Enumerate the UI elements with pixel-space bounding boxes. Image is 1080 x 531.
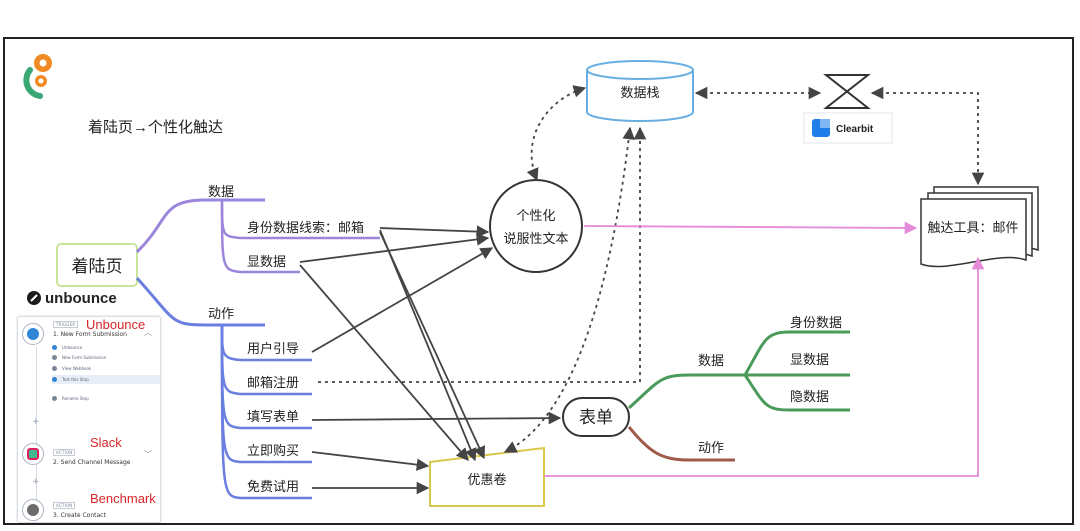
unbounce-dot-icon xyxy=(52,345,57,350)
step-2-app: Slack xyxy=(90,435,122,450)
step-1-name: 1. New Form Submission xyxy=(53,331,127,338)
reach-tool-node: 触达工具：邮件 xyxy=(920,186,1039,268)
step-1-sub-webhook[interactable]: View Webhook xyxy=(62,366,92,371)
slack-step-icon xyxy=(22,443,44,465)
arrow-email-to-personalization xyxy=(379,225,490,238)
action-item-free-trial: 免费试用 xyxy=(247,480,299,495)
step-1-app: Unbounce xyxy=(86,317,146,332)
form-data-implicit: 隐数据 xyxy=(790,390,829,405)
workflow-step-2[interactable]: ACTION Slack ﹀ 2. Send Channel Message xyxy=(18,435,160,475)
branch-action-label: 动作 xyxy=(208,307,234,322)
workflow-connector xyxy=(36,347,37,522)
step-2-name: 2. Send Channel Message xyxy=(53,459,131,466)
zapier-workflow-card: TRIGGER Unbounce ︿ 1. New Form Submissio… xyxy=(17,316,161,523)
arrow-explicit-to-personalization xyxy=(299,233,490,263)
step-2-tag: ACTION xyxy=(53,449,76,456)
landing-page-node xyxy=(56,243,138,287)
unbounce-logo: unbounce xyxy=(27,290,117,307)
data-item-explicit: 显数据 xyxy=(247,255,286,270)
arrow-coupon-data-stack xyxy=(503,126,635,453)
dotted-arrows xyxy=(318,85,985,453)
add-step-icon[interactable]: + xyxy=(32,477,40,487)
reach-tool-label: 触达工具：邮件 xyxy=(927,221,1018,236)
coupon-label: 优惠卷 xyxy=(467,472,506,488)
add-step-icon[interactable]: + xyxy=(32,417,40,427)
arrow-onboarding-to-personalization xyxy=(311,247,494,353)
data-item-email: 身份数据线索：邮箱 xyxy=(247,220,364,236)
expand-chevron-icon[interactable]: ﹀ xyxy=(144,450,152,459)
webhook-icon xyxy=(52,366,57,371)
step-1-sub-event[interactable]: New Form Submission xyxy=(62,355,107,360)
benchmark-step-icon xyxy=(22,499,44,521)
arrow-explicit-to-coupon xyxy=(299,264,469,461)
flask-icon xyxy=(52,377,57,382)
landing-page-label: 着陆页 xyxy=(72,257,123,277)
unbounce-logo-text: unbounce xyxy=(45,290,117,307)
form-action-line xyxy=(627,426,735,462)
arrow-signup-to-data-stack xyxy=(318,126,647,383)
branch-data-line xyxy=(135,198,265,254)
arrow-clearbit-reach-tool xyxy=(870,86,985,186)
step-1-sub-test[interactable]: Test this Step xyxy=(62,377,89,382)
branch-action-line xyxy=(135,276,265,327)
arrow-email-to-coupon-2 xyxy=(379,231,485,460)
personalization-subtitle: 说服性文本 xyxy=(503,232,568,247)
data-stack-node: 数据栈 xyxy=(586,60,694,122)
bolt-icon xyxy=(52,355,57,360)
flow-arrows xyxy=(299,225,562,495)
arrow-coupon-to-reach xyxy=(544,256,985,477)
data-stack-label: 数据栈 xyxy=(620,86,659,101)
step-1-tag: TRIGGER xyxy=(53,321,79,328)
diagram-title: 着陆页→个性化触达 xyxy=(88,119,223,136)
form-action-label: 动作 xyxy=(698,441,724,456)
step-3-tag: ACTION xyxy=(53,502,76,509)
data-item-line xyxy=(220,199,300,274)
form-data-line xyxy=(627,373,745,410)
brand-logo-icon xyxy=(23,54,52,99)
hourglass-icon xyxy=(823,74,871,109)
step-1-sub-app[interactable]: Unbounce xyxy=(62,345,83,350)
personalization-title: 个性化 xyxy=(516,209,555,224)
form-data-item-line xyxy=(743,374,850,412)
action-item-email-signup: 邮箱注册 xyxy=(247,375,299,391)
personalization-node xyxy=(489,179,583,273)
action-item-buy-now: 立即购买 xyxy=(247,443,299,459)
test-step-highlight xyxy=(52,375,160,384)
form-node-label: 表单 xyxy=(579,408,613,428)
step-1-sub-rename[interactable]: Rename Step xyxy=(62,396,89,401)
form-data-item-line xyxy=(743,330,850,376)
arrow-fill-form-to-form xyxy=(311,411,562,425)
pink-arrows xyxy=(544,221,985,477)
clearbit-badge: Clearbit xyxy=(803,112,893,144)
coupon-node xyxy=(429,446,545,507)
form-data-explicit: 显数据 xyxy=(790,353,829,368)
arrow-personalization-to-reach xyxy=(583,221,918,235)
arrow-personalization-data-stack xyxy=(526,85,587,182)
unbounce-step-icon xyxy=(22,323,44,345)
workflow-step-3[interactable]: ACTION Benchmark 3. Create Contact xyxy=(18,491,160,522)
action-item-line xyxy=(220,324,312,500)
form-data-identity: 身份数据 xyxy=(790,315,842,331)
form-data-label: 数据 xyxy=(698,354,724,369)
arrow-buy-to-coupon xyxy=(311,451,430,471)
workflow-step-1[interactable]: TRIGGER Unbounce ︿ 1. New Form Submissio… xyxy=(18,317,160,407)
step-3-name: 3. Create Contact xyxy=(53,512,106,519)
action-item-onboarding: 用户引导 xyxy=(247,341,299,357)
collapse-chevron-icon[interactable]: ︿ xyxy=(144,328,152,337)
step-3-app: Benchmark xyxy=(90,491,156,506)
branch-data-label: 数据 xyxy=(208,185,234,200)
action-item-fill-form: 填写表单 xyxy=(247,410,299,425)
pencil-icon xyxy=(52,396,57,401)
clearbit-label: Clearbit xyxy=(836,124,874,135)
